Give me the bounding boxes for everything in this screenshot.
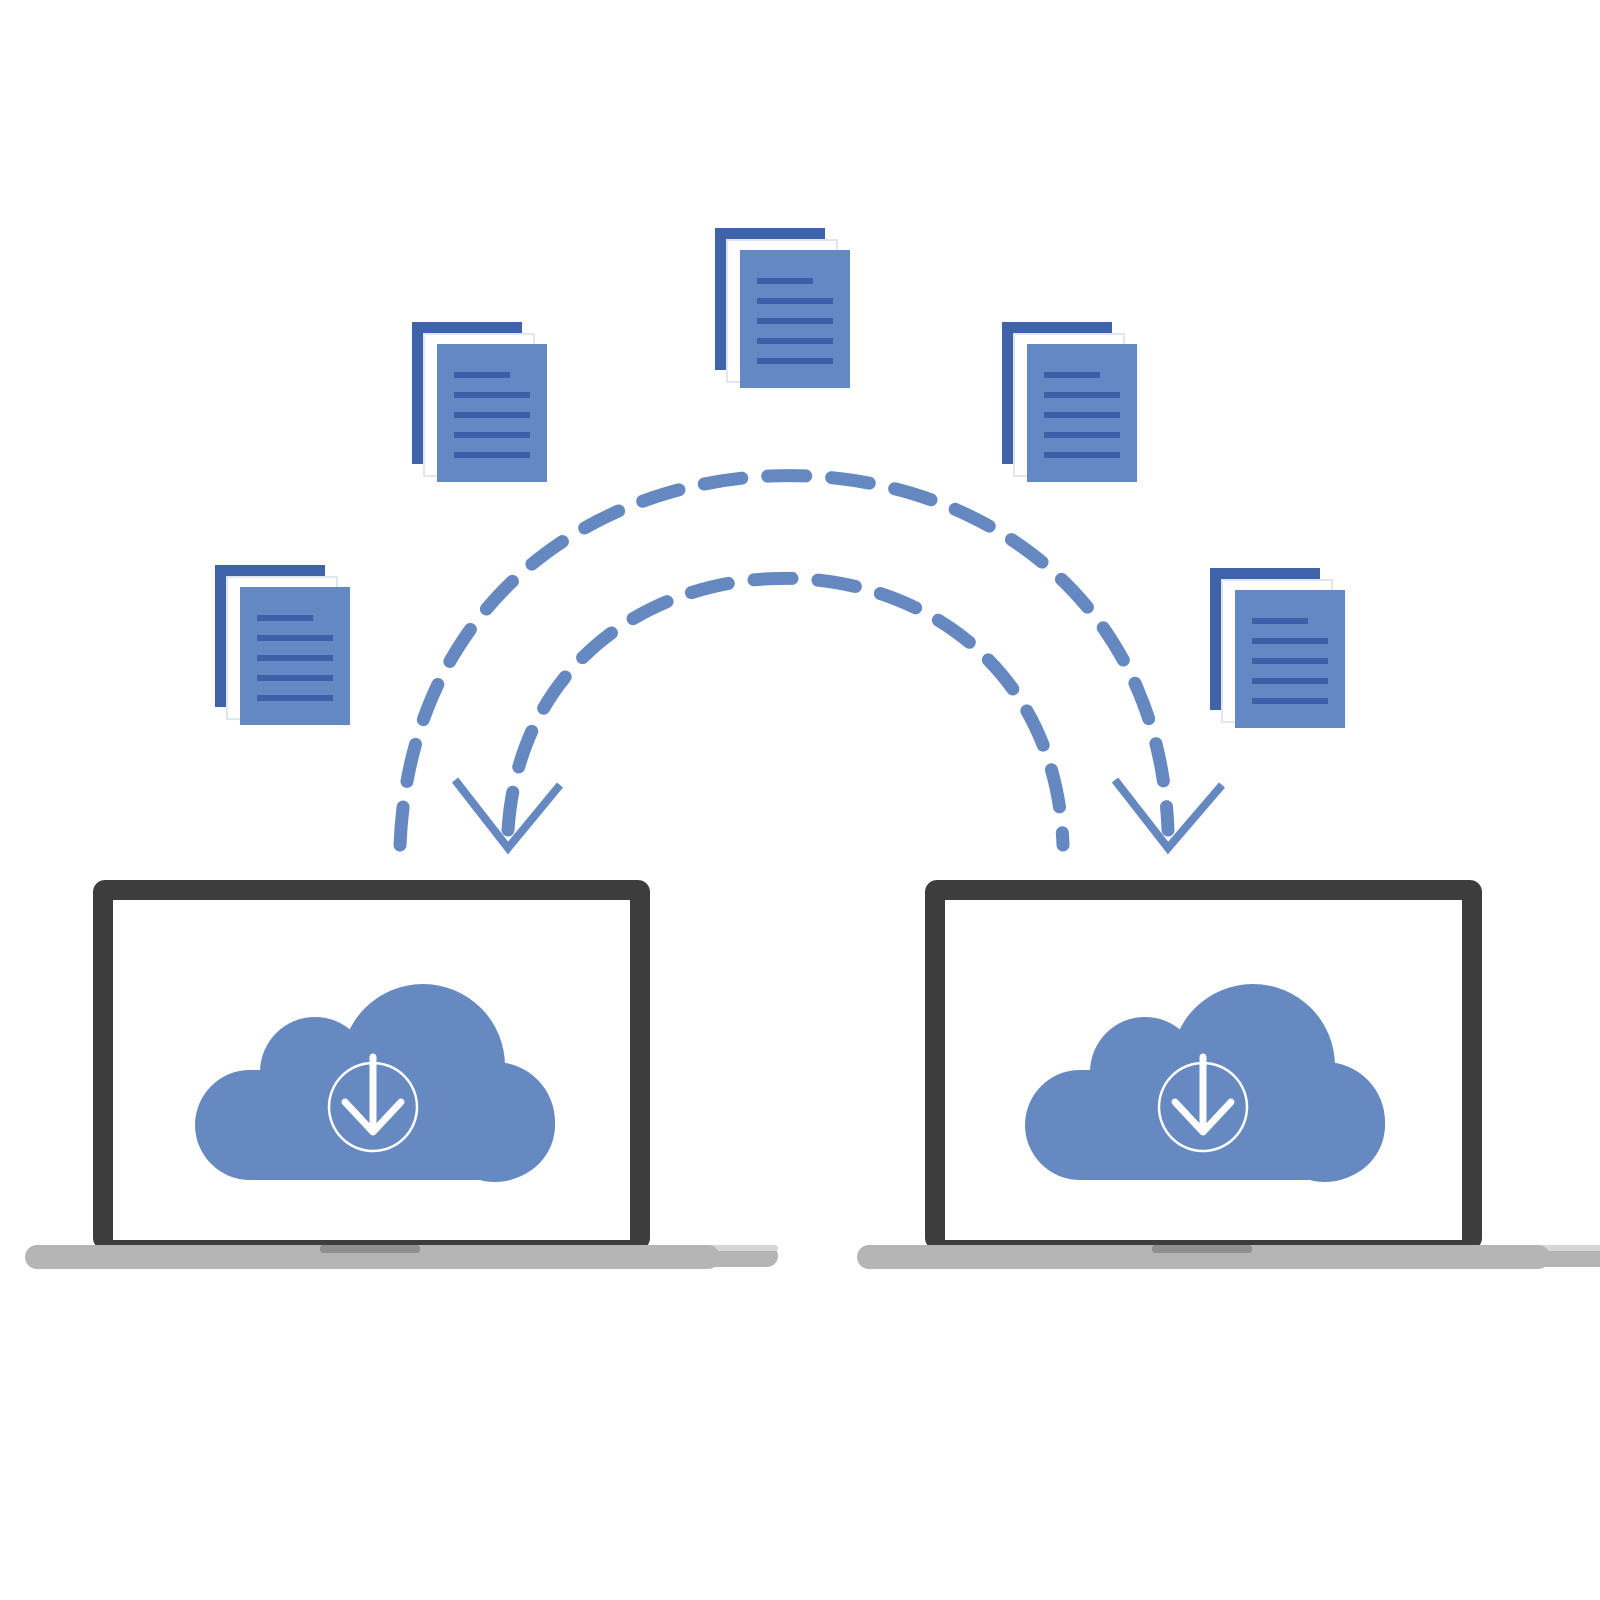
arrowhead-left-icon	[451, 777, 564, 855]
laptop-left-base	[25, 1245, 720, 1269]
document-stack-icon	[1209, 567, 1346, 729]
outer-dashed-arc	[393, 469, 1175, 852]
laptop-right-base	[857, 1245, 1550, 1269]
document-stack-icon	[411, 321, 548, 483]
document-stack-icon	[714, 227, 851, 389]
document-stack-icon	[214, 564, 351, 726]
arrowhead-right-icon	[1111, 777, 1226, 855]
inner-dashed-arc	[501, 571, 1070, 852]
document-stack-icon	[1001, 321, 1138, 483]
